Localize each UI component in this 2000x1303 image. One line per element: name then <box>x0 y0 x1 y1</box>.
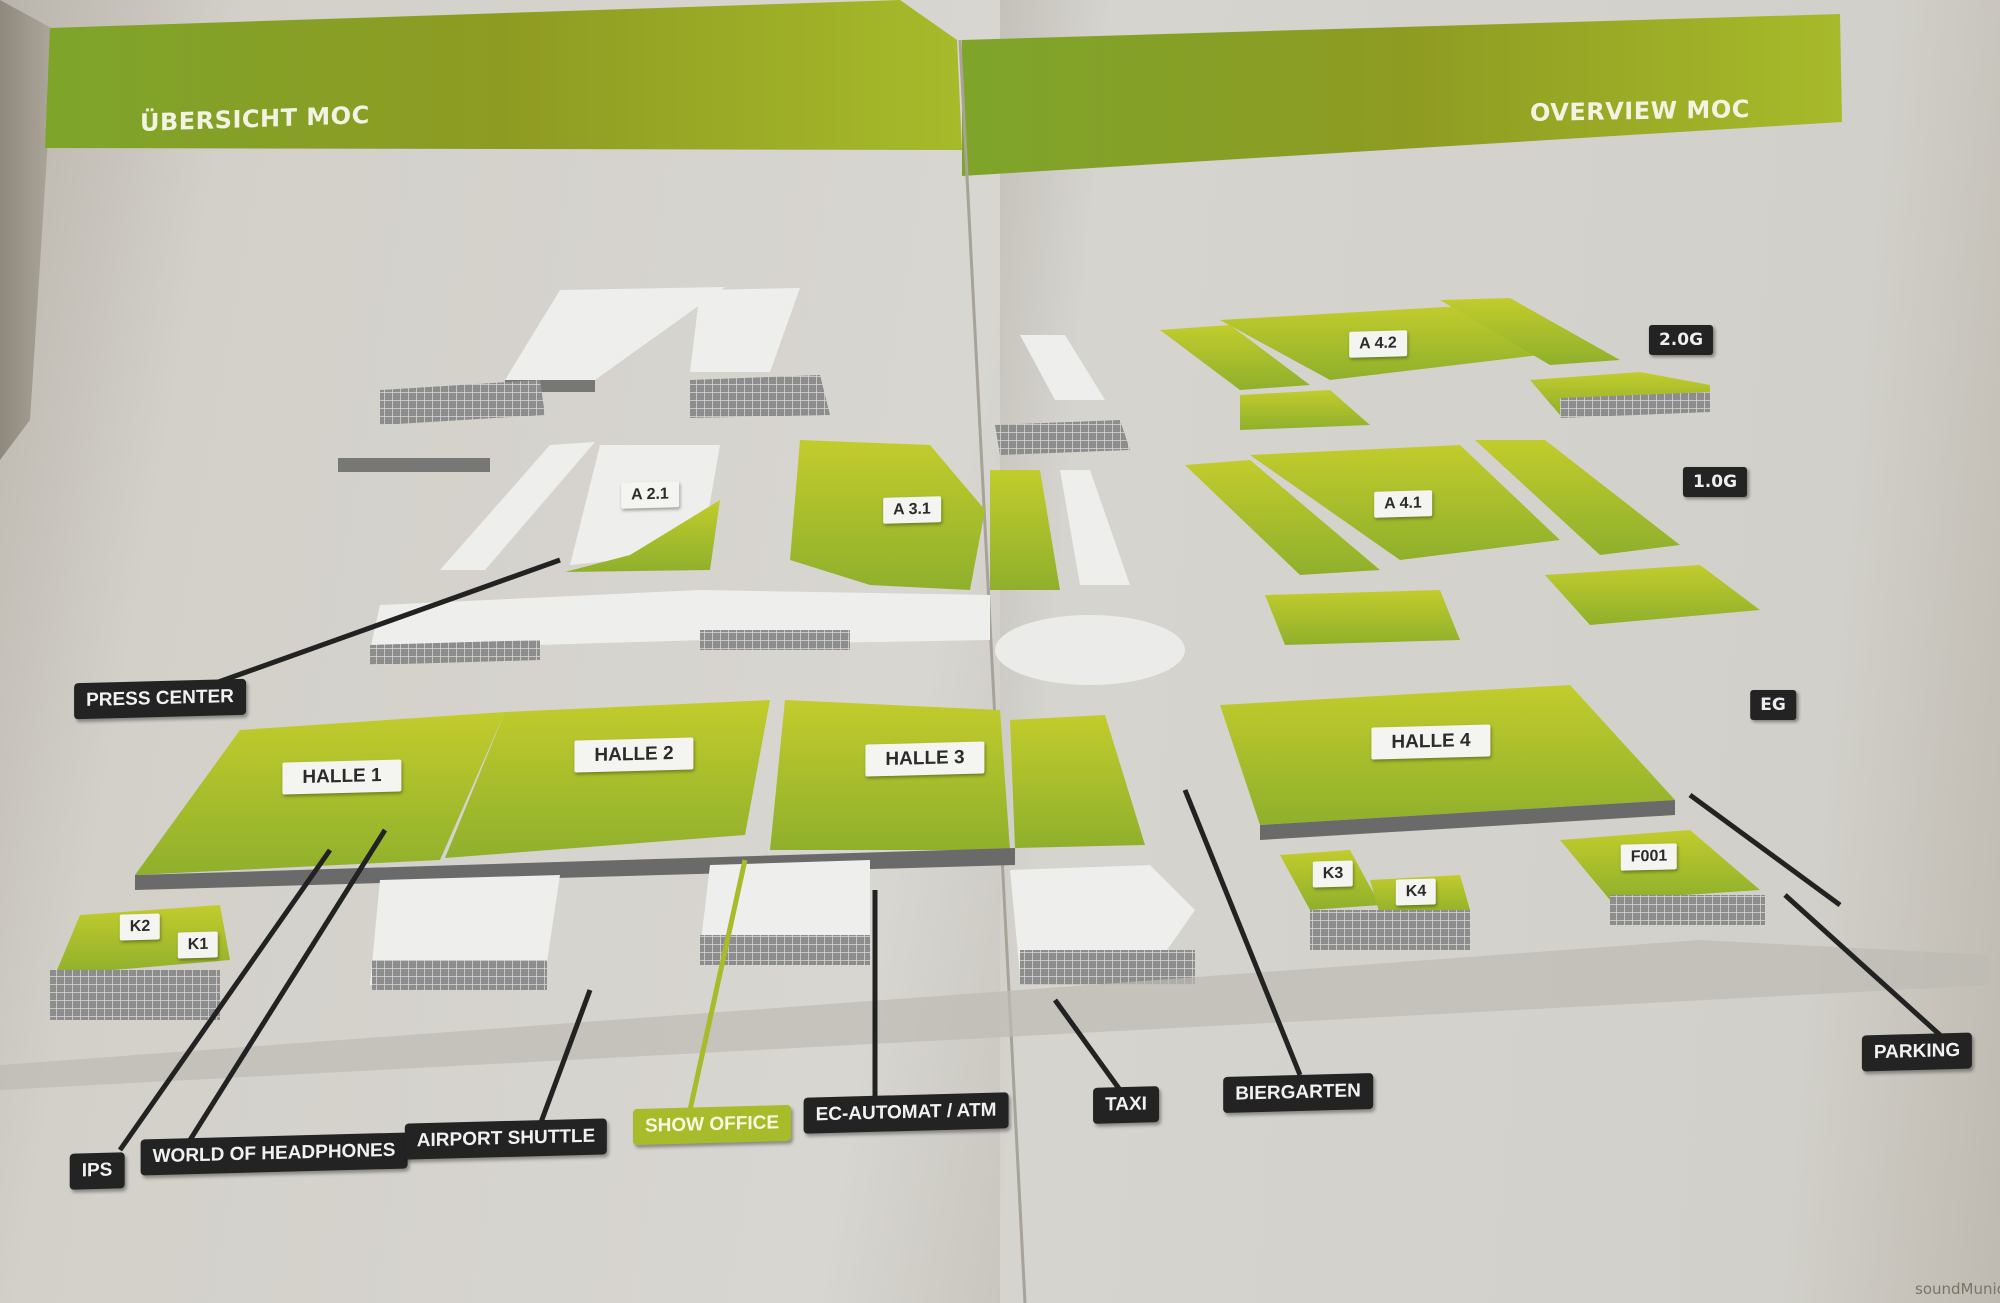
floor-badge-2og: 2.0G <box>1648 325 1714 355</box>
spine <box>958 39 1027 1303</box>
hall-label-f001: F001 <box>1620 843 1678 871</box>
hall-label-k1: K1 <box>177 931 219 959</box>
hall-label-halle3: HALLE 3 <box>865 741 985 777</box>
poi-parking: PARKING <box>1861 1032 1973 1072</box>
poi-world-of-headphones: WORLD OF HEADPHONES <box>140 1132 408 1176</box>
poi-biergarten: BIERGARTEN <box>1223 1073 1373 1113</box>
floor-badge-1og: 1.0G <box>1682 467 1748 497</box>
poi-show-office: SHOW OFFICE <box>632 1104 792 1146</box>
floor-badge-eg: EG <box>1750 690 1796 720</box>
poi-taxi: TAXI <box>1093 1086 1159 1124</box>
hall-label-a41: A 4.1 <box>1374 490 1432 518</box>
header-band-left <box>45 0 962 150</box>
header-title-right: OVERVIEW MOC <box>1530 95 1750 127</box>
hall-label-k4: K4 <box>1395 878 1437 906</box>
poi-atm: EC-AUTOMAT / ATM <box>803 1092 1009 1134</box>
hall-label-a31: A 3.1 <box>883 496 941 524</box>
hall-label-k3: K3 <box>1312 860 1354 888</box>
hall-label-a21: A 2.1 <box>621 481 679 509</box>
hall-label-halle1: HALLE 1 <box>282 759 402 795</box>
poi-airport-shuttle: AIRPORT SHUTTLE <box>404 1118 608 1160</box>
hall-label-halle2: HALLE 2 <box>574 737 694 773</box>
poi-ips: IPS <box>69 1152 125 1190</box>
hall-label-a42: A 4.2 <box>1349 330 1407 358</box>
level-eg <box>0 685 1990 1090</box>
footer-brand: soundMunic <box>1915 1280 2000 1298</box>
poi-press-center: PRESS CENTER <box>74 678 246 720</box>
header-band-right <box>962 14 1842 176</box>
level-1og <box>338 440 1760 685</box>
level-2og <box>380 287 1710 455</box>
leader-lines <box>117 557 1942 1152</box>
hall-label-halle4: HALLE 4 <box>1371 724 1491 760</box>
hall-label-k2: K2 <box>119 913 161 941</box>
